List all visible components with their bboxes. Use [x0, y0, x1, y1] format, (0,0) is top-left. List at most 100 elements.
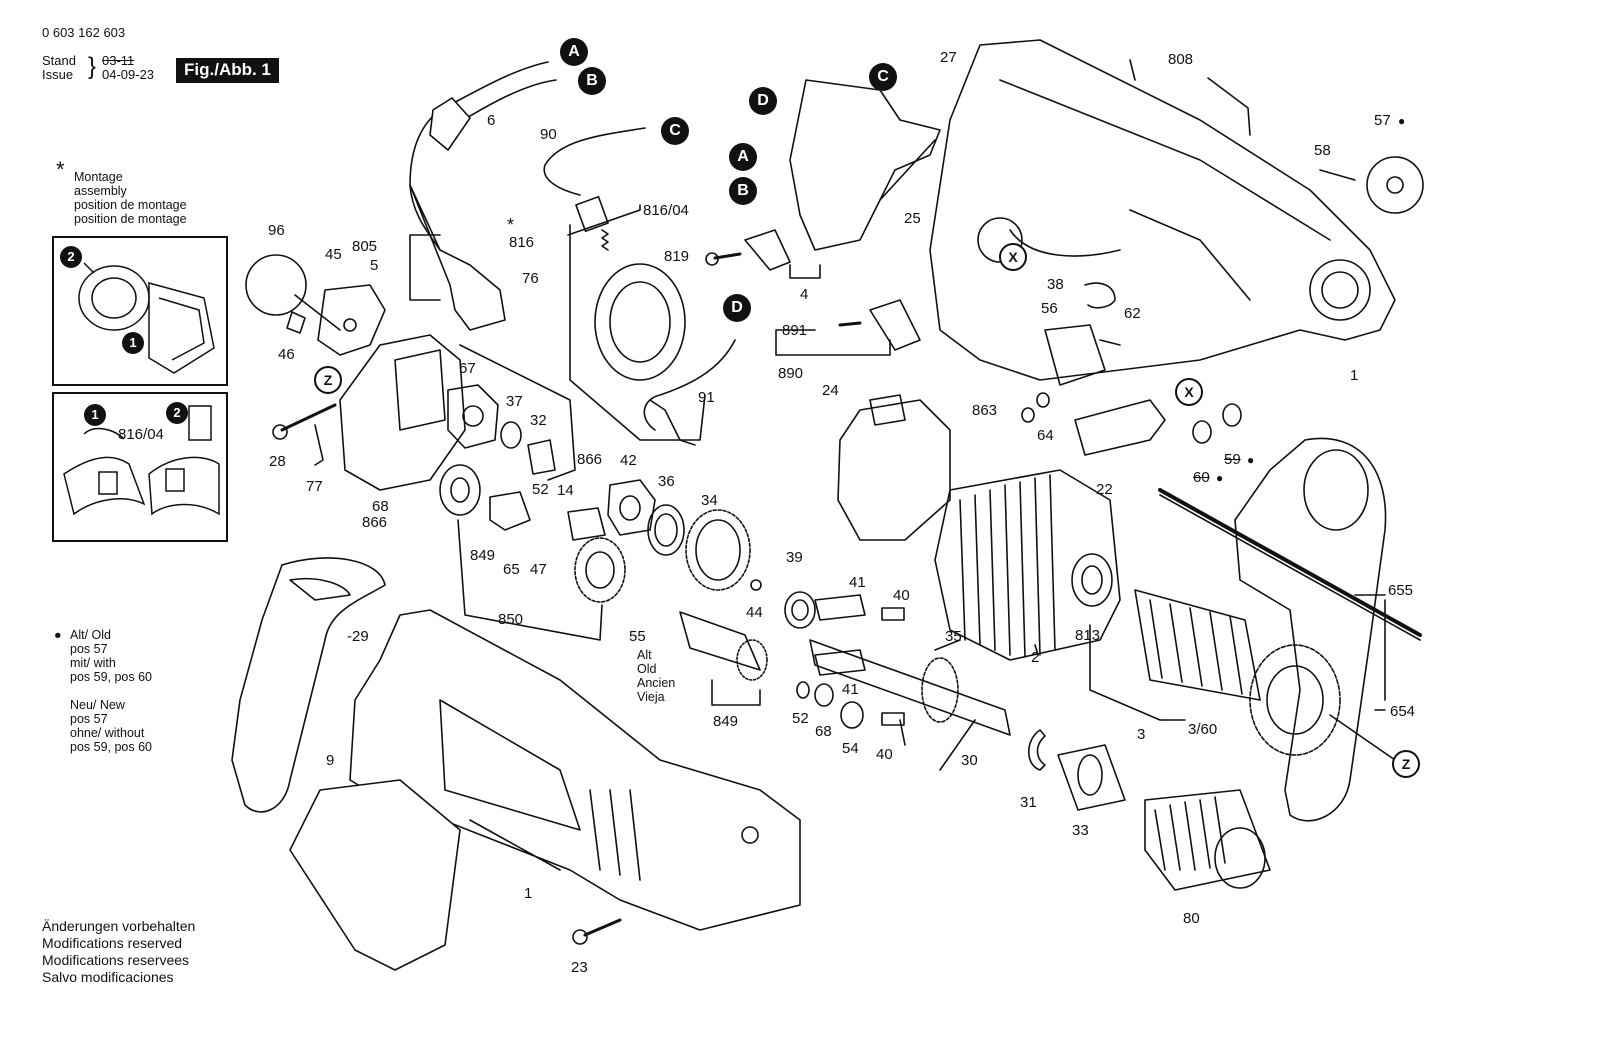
part-label: 96 [268, 222, 285, 239]
footer-line: Änderungen vorbehalten [42, 918, 196, 934]
alt-old-label: Vieja [637, 690, 665, 704]
montage-line: assembly [74, 184, 127, 198]
callout-a: A [560, 38, 588, 66]
callout-c: C [661, 117, 689, 145]
part-label: 30 [961, 752, 978, 769]
spindle [809, 639, 1011, 736]
part-label: 866 [362, 514, 388, 531]
part-57-knob [1366, 156, 1424, 214]
part-label: 35 [945, 628, 962, 645]
part-label: 890 [778, 365, 804, 382]
part-label: 40 [893, 587, 910, 604]
part-label: 25 [904, 210, 921, 227]
part-label: 850 [498, 611, 524, 628]
inset-bottom-drawing [63, 405, 220, 516]
part-label: 68 [815, 723, 832, 740]
asterisk-symbol: * [507, 215, 515, 235]
part-label: 22 [1096, 481, 1113, 498]
part-label: 819 [664, 248, 690, 265]
part-label: 40 [876, 746, 893, 763]
armature [1134, 589, 1261, 701]
callout-z: Z [314, 366, 342, 394]
part-label: 76 [522, 270, 539, 287]
part-label: 5 [370, 257, 379, 274]
part-label: 36 [658, 473, 675, 490]
part-label: 33 [1072, 822, 1089, 839]
bullet-dot: ● [54, 628, 62, 642]
part-label: 805 [352, 238, 378, 255]
part-label: 42 [620, 452, 637, 469]
inset-marker: 1 [84, 404, 106, 426]
bullet-dot: ● [1398, 114, 1406, 128]
footer-line: Modifications reserved [42, 935, 183, 951]
part-label: 54 [842, 740, 859, 757]
part-label: 80 [1183, 910, 1200, 927]
part-45 [317, 284, 386, 356]
part-label: 52 [532, 481, 549, 498]
part-label: 55 [629, 628, 646, 645]
stand-label: Stand [42, 53, 76, 68]
main-housing [349, 609, 801, 931]
brush-ring [837, 399, 951, 541]
switch-module [789, 79, 941, 251]
part-label: 90 [540, 126, 557, 143]
part-label: 654 [1390, 703, 1416, 720]
part-label: 32 [530, 412, 547, 429]
part-label: 57 [1374, 112, 1391, 129]
part-label: 59 [1224, 451, 1241, 468]
part-label: 891 [782, 322, 808, 339]
part-label: 52 [792, 710, 809, 727]
inset-assembly-bottom: 1 2 816/04 [52, 392, 228, 542]
callout-b: B [729, 177, 757, 205]
alt-old-label: Old [637, 662, 657, 676]
part-label: 77 [306, 478, 323, 495]
part-label: 65 [503, 561, 520, 578]
asterisk-symbol: * [56, 157, 65, 182]
part-label: 68 [372, 498, 389, 515]
part-label: 849 [713, 713, 739, 730]
part-label: 41 [849, 574, 866, 591]
alt-note-line: Alt/ Old [70, 628, 111, 642]
footer-line: Salvo modificaciones [42, 969, 174, 985]
callout-c: C [869, 63, 897, 91]
callout-x: X [999, 243, 1027, 271]
new-note-line: ohne/ without [70, 726, 145, 740]
inset-label: 816/04 [118, 426, 164, 443]
alt-note-line: pos 57 [70, 642, 108, 656]
part-label: 863 [972, 402, 998, 419]
part-label: 44 [746, 604, 763, 621]
alt-old-label: Alt [637, 648, 652, 662]
part-label: 3 [1137, 726, 1146, 743]
drill-chuck [1144, 789, 1271, 891]
bullet-dot: ● [1247, 453, 1255, 467]
part-label: 9 [326, 752, 335, 769]
issue-label: Issue [42, 67, 74, 82]
brace-glyph: } [88, 53, 97, 80]
part-label: 23 [571, 959, 588, 976]
part-label: 37 [506, 393, 523, 410]
housing-half [929, 39, 1396, 381]
part-label: 56 [1041, 300, 1058, 317]
part-label: 58 [1314, 142, 1331, 159]
part-label: 6 [487, 112, 496, 129]
part-label: -29 [347, 628, 369, 645]
part-96-disc [245, 254, 307, 316]
part-label: 62 [1124, 305, 1141, 322]
part-label: 64 [1037, 427, 1054, 444]
part-label: 28 [269, 453, 286, 470]
part-label: 2 [1031, 649, 1040, 666]
alt-note-line: pos 59, pos 60 [70, 670, 153, 684]
power-cord [409, 61, 549, 251]
part-label: 849 [470, 547, 496, 564]
inset-assembly-top: 2 1 [52, 236, 228, 386]
part-label: 91 [698, 389, 715, 406]
montage-line: position de montage [74, 198, 187, 212]
auxiliary-handle [1234, 437, 1387, 822]
part-label: 60 [1193, 469, 1210, 486]
part-label: 41 [842, 681, 859, 698]
callout-d: D [749, 87, 777, 115]
part-label: 813 [1075, 627, 1101, 644]
part-label: 808 [1168, 51, 1194, 68]
part-label: 31 [1020, 794, 1037, 811]
cable-90 [543, 127, 646, 196]
